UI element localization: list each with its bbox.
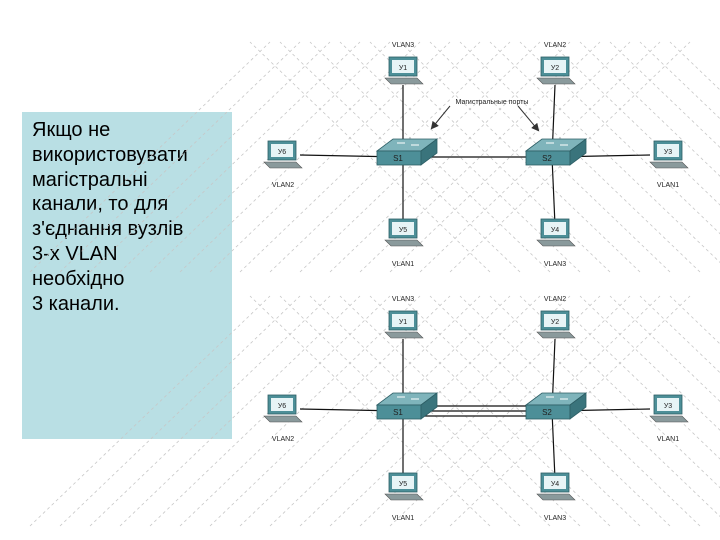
network-link <box>551 156 556 226</box>
switch-label: S2 <box>542 408 552 417</box>
vlan-label: VLAN2 <box>272 182 294 189</box>
switch-icon <box>375 392 439 420</box>
vlan-label: VLAN1 <box>657 182 679 189</box>
note-line: 3 канали. <box>32 292 120 315</box>
workstation-icon <box>384 310 424 339</box>
vlan-label: VLAN3 <box>392 296 414 303</box>
host-label: У3 <box>664 149 672 156</box>
host-label: У6 <box>278 149 286 156</box>
workstation-icon <box>263 394 303 423</box>
host-label: У4 <box>551 227 559 234</box>
switch-icon <box>375 138 439 166</box>
vlan-label: VLAN1 <box>657 436 679 443</box>
annotation-label: Магистральные порты <box>456 99 529 106</box>
vlan-label: VLAN3 <box>392 42 414 49</box>
switch-label: S1 <box>393 408 403 417</box>
switch-icon <box>524 392 588 420</box>
note-line: необхідно <box>32 267 125 290</box>
workstation-icon <box>384 472 424 501</box>
host-label: У1 <box>399 65 407 72</box>
host-label: У3 <box>664 403 672 410</box>
vlan-label: VLAN2 <box>544 42 566 49</box>
host-label: У5 <box>399 481 407 488</box>
vlan-label: VLAN3 <box>544 261 566 268</box>
note-line: Якщо не <box>32 119 111 141</box>
host-label: У6 <box>278 403 286 410</box>
vlan-label: VLAN3 <box>544 515 566 522</box>
vlan-label: VLAN1 <box>392 515 414 522</box>
workstation-icon <box>536 56 576 85</box>
annotation-arrow <box>430 105 451 130</box>
host-label: У2 <box>551 65 559 72</box>
workstation-icon <box>263 140 303 169</box>
host-label: У5 <box>399 227 407 234</box>
workstation-icon <box>384 56 424 85</box>
note-line: використовувати <box>32 143 188 166</box>
text-panel: Якщо не використовувати магістральні кан… <box>22 112 232 439</box>
vlan-label: VLAN1 <box>392 261 414 268</box>
annotation-arrow <box>517 105 540 132</box>
switch-icon <box>524 138 588 166</box>
note-line: магістральні <box>32 168 148 191</box>
switch-label: S2 <box>542 154 552 163</box>
switch-label: S1 <box>393 154 403 163</box>
note-line: з'єднання вузлів <box>32 218 184 241</box>
workstation-icon <box>384 218 424 247</box>
vlan-label: VLAN2 <box>544 296 566 303</box>
host-label: У2 <box>551 319 559 326</box>
network-link <box>551 410 556 480</box>
note-line: 3-х VLAN <box>32 242 118 265</box>
workstation-icon <box>536 472 576 501</box>
vlan-label: VLAN2 <box>272 436 294 443</box>
host-label: У1 <box>399 319 407 326</box>
workstation-icon <box>649 140 689 169</box>
host-label: У4 <box>551 481 559 488</box>
workstation-icon <box>536 310 576 339</box>
workstation-icon <box>536 218 576 247</box>
workstation-icon <box>649 394 689 423</box>
